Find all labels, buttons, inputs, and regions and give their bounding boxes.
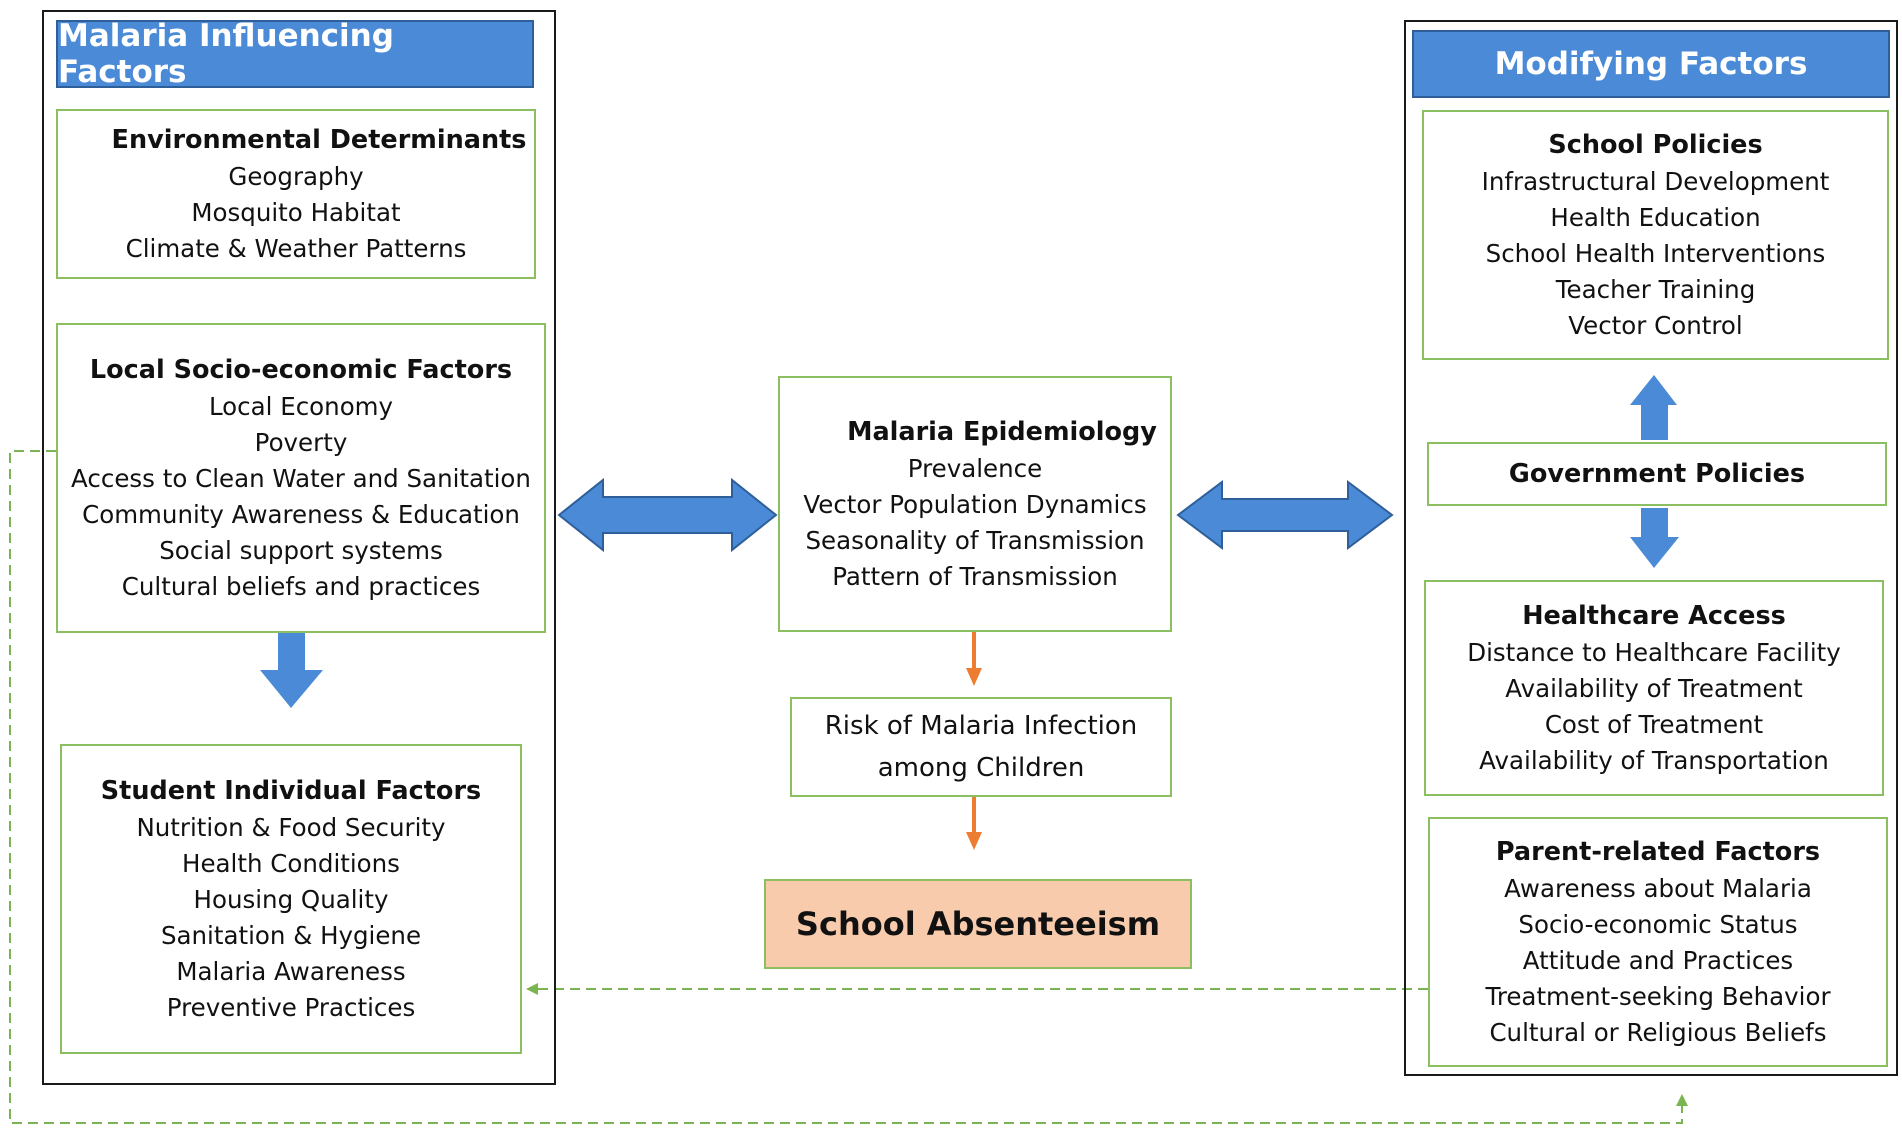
environmental-determinants-box: Environmental Determinants Geography Mos… (56, 109, 536, 279)
risk-line-1: Risk of Malaria Infection (824, 711, 1138, 741)
list-item: Health Conditions (182, 849, 400, 878)
parent-title: Parent-related Factors (1495, 837, 1821, 867)
list-item: Availability of Transportation (1479, 746, 1829, 775)
list-item: Vector Population Dynamics (803, 490, 1147, 519)
left-panel (42, 10, 556, 1085)
list-item: Social support systems (159, 536, 443, 565)
list-item: Treatment-seeking Behavior (1485, 982, 1831, 1011)
list-item: Cost of Treatment (1544, 710, 1764, 739)
list-item: Teacher Training (1555, 275, 1756, 304)
double-arrow-left-icon (557, 477, 778, 553)
list-item: Awareness about Malaria (1504, 874, 1812, 903)
healthcare-title: Healthcare Access (1522, 601, 1786, 631)
list-item: Infrastructural Development (1481, 167, 1830, 196)
double-arrow-right-icon (1176, 480, 1394, 550)
list-item: School Health Interventions (1485, 239, 1826, 268)
list-item: Attitude and Practices (1522, 946, 1794, 975)
list-item: Nutrition & Food Security (136, 813, 446, 842)
list-item: Pattern of Transmission (832, 562, 1118, 591)
list-item: Distance to Healthcare Facility (1467, 638, 1841, 667)
list-item: Prevalence (907, 454, 1043, 483)
government-policies-box: Government Policies (1427, 442, 1887, 506)
healthcare-access-box: Healthcare Access Distance to Healthcare… (1424, 580, 1884, 796)
list-item: Availability of Treatment (1505, 674, 1803, 703)
socioeconomic-title: Local Socio-economic Factors (89, 355, 513, 385)
list-item: Sanitation & Hygiene (160, 921, 422, 950)
list-item: Health Education (1550, 203, 1761, 232)
arrow-down-icon (1630, 508, 1679, 568)
left-panel-title: Malaria Influencing Factors (56, 18, 534, 90)
list-item: Mosquito Habitat (191, 198, 401, 227)
list-item: Cultural beliefs and practices (121, 572, 481, 601)
parent-related-factors-box: Parent-related Factors Awareness about M… (1428, 817, 1888, 1067)
list-item: Local Economy (208, 392, 394, 421)
arrow-down-icon (260, 630, 323, 708)
malaria-epidemiology-box: Malaria Epidemiology Prevalence Vector P… (778, 376, 1172, 632)
list-item: Access to Clean Water and Sanitation (71, 464, 531, 493)
school-policies-title: School Policies (1548, 130, 1763, 160)
list-item: Housing Quality (193, 885, 389, 914)
list-item: Poverty (254, 428, 348, 457)
socioeconomic-factors-box: Local Socio-economic Factors Local Econo… (56, 323, 546, 633)
list-item: Climate & Weather Patterns (125, 234, 467, 263)
list-item: Community Awareness & Education (82, 500, 520, 529)
right-panel (1404, 20, 1898, 1076)
school-absenteeism-box: School Absenteeism (764, 879, 1192, 969)
list-item: Preventive Practices (166, 993, 416, 1022)
arrow-up-icon (1630, 375, 1677, 440)
student-title: Student Individual Factors (100, 776, 482, 806)
list-item: Geography (228, 162, 364, 191)
student-individual-factors-box: Student Individual Factors Nutrition & F… (60, 744, 522, 1054)
environmental-title: Environmental Determinants (111, 125, 527, 155)
epidemiology-title: Malaria Epidemiology (847, 417, 1157, 447)
risk-of-infection-box: Risk of Malaria Infection among Children (790, 697, 1172, 797)
list-item: Cultural or Religious Beliefs (1489, 1018, 1827, 1047)
school-policies-box: School Policies Infrastructural Developm… (1422, 110, 1889, 360)
right-panel-title: Modifying Factors (1412, 30, 1890, 98)
risk-line-2: among Children (877, 753, 1085, 783)
list-item: Socio-economic Status (1518, 910, 1798, 939)
government-title: Government Policies (1508, 459, 1806, 489)
list-item: Vector Control (1568, 311, 1743, 340)
orange-arrow-down-icon (966, 632, 982, 686)
list-item: Seasonality of Transmission (805, 526, 1145, 555)
list-item: Malaria Awareness (176, 957, 406, 986)
orange-arrow-down-icon (966, 797, 982, 850)
